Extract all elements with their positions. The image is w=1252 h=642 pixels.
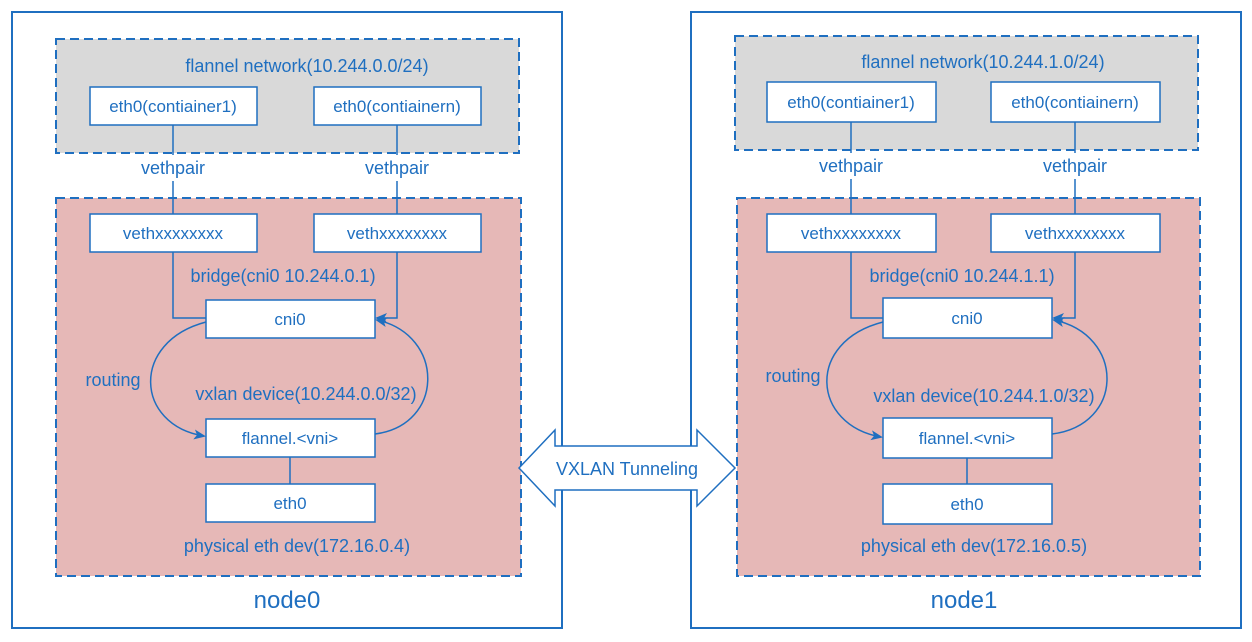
node1-flannel-device-label: flannel.<vni>: [919, 429, 1015, 448]
node0-vethpair-label-1: vethpair: [141, 158, 205, 178]
node1-bridge-label: bridge(cni0 10.244.1.1): [869, 266, 1054, 286]
node1-container-n-label: eth0(contiainern): [1011, 93, 1139, 112]
vxlan-tunnel-label: VXLAN Tunneling: [556, 459, 698, 479]
node1-flannel-network-label: flannel network(10.244.1.0/24): [861, 52, 1104, 72]
node1-routing-arrow-down: [826, 321, 884, 441]
node0-bridge-label: bridge(cni0 10.244.0.1): [190, 266, 375, 286]
node1-veth-n-box: [990, 213, 1161, 253]
node1-eth0-box: [882, 483, 1053, 525]
node0-physical-dev-label: physical eth dev(172.16.0.4): [184, 536, 410, 556]
node0-routing-arrow-down: [149, 321, 207, 440]
node1-vethpair-label-1: vethpair: [819, 156, 883, 176]
node0-name-label: node0: [254, 587, 321, 614]
node1-veth-1-box: [766, 213, 937, 253]
node0-veth-n-label: vethxxxxxxxx: [347, 224, 448, 243]
node1-physical-dev-label: physical eth dev(172.16.0.5): [861, 536, 1087, 556]
node0-vxlan-device-label: vxlan device(10.244.0.0/32): [195, 384, 416, 404]
node1-container-n-box: [990, 81, 1161, 123]
node0-group: flannel network(10.244.0.0/24) eth0(cont…: [11, 11, 563, 629]
node0-container-1-label: eth0(contiainer1): [109, 97, 237, 116]
node1-container-1-label: eth0(contiainer1): [787, 93, 915, 112]
vxlan-tunnel-arrow: [517, 428, 737, 508]
node0-routing-label: routing: [85, 370, 140, 390]
node1-group: flannel network(10.244.1.0/24) eth0(cont…: [690, 11, 1242, 629]
node1-name-label: node1: [931, 587, 998, 614]
node0-flannel-device-label: flannel.<vni>: [242, 429, 338, 448]
node1-veth1-to-cni0-line: [850, 252, 883, 319]
node1-vxlan-device-label: vxlan device(10.244.1.0/32): [873, 386, 1094, 406]
node0-vethpair-label-n: vethpair: [365, 158, 429, 178]
node0-veth1-to-cni0-line: [172, 252, 206, 319]
node0-veth-1-box: [89, 213, 258, 253]
node0-eth0-box: [205, 483, 376, 523]
node1-cni0-box: [882, 297, 1053, 339]
node0-container-n-box: [313, 86, 482, 126]
node0-flannel-network-label: flannel network(10.244.0.0/24): [185, 56, 428, 76]
node0-cni0-label: cni0: [274, 310, 305, 329]
node1-eth0-label: eth0: [950, 495, 983, 514]
node1-veth-1-label: vethxxxxxxxx: [801, 224, 902, 243]
node0-flannel-device-box: [205, 418, 376, 458]
node0-eth0-label: eth0: [273, 494, 306, 513]
node0-routing-arrow-up: [374, 317, 429, 435]
node1-veth-n-label: vethxxxxxxxx: [1025, 224, 1126, 243]
node1-cni0-label: cni0: [951, 309, 982, 328]
node1-container-1-box: [766, 81, 937, 123]
node0-container-n-label: eth0(contiainern): [333, 97, 461, 116]
node1-routing-arrow-up: [1051, 317, 1108, 435]
node1-routing-label: routing: [765, 366, 820, 386]
node1-vethpair-label-n: vethpair: [1043, 156, 1107, 176]
node0-veth-1-label: vethxxxxxxxx: [123, 224, 224, 243]
node0-cni0-box: [205, 299, 376, 339]
